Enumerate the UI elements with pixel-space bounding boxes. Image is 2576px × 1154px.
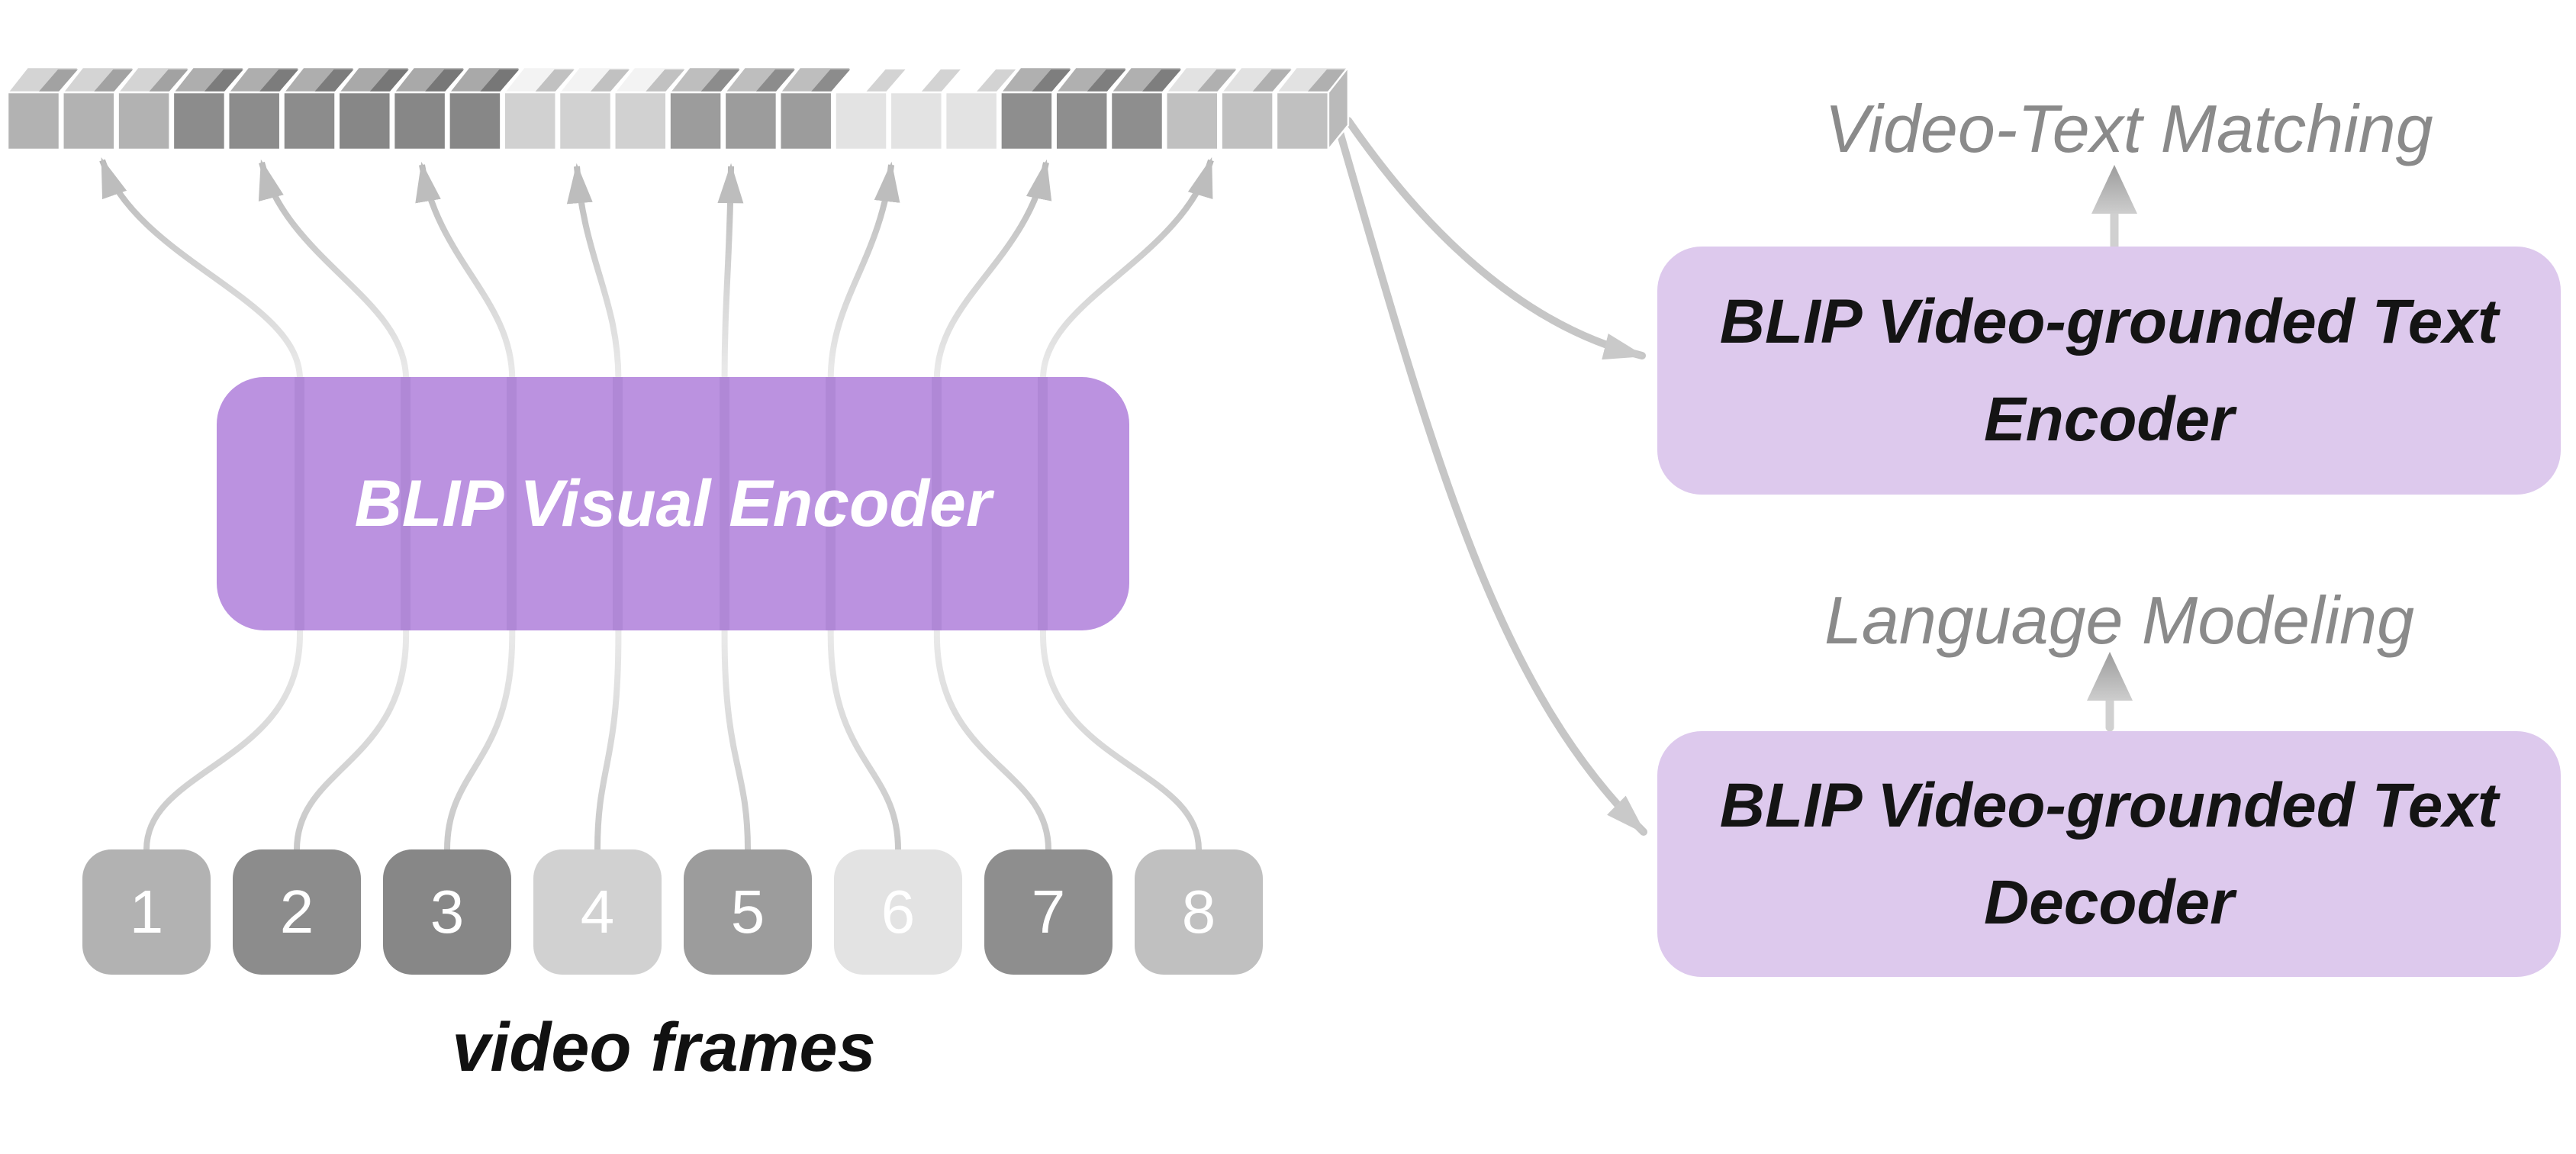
token-cube-frame8-1 (1164, 66, 1240, 151)
blip-visual-encoder-box: BLIP Visual Encoder (217, 377, 1129, 630)
video-frame-chip-8: 8 (1135, 849, 1263, 975)
frames-to-tokens-fan-arrows (99, 156, 1214, 850)
text-decoder-label-line2: Decoder (1983, 868, 2235, 937)
tokens-to-text-model-arrows (1334, 117, 1647, 836)
token-cube-frame2-3 (281, 66, 358, 151)
fan-arrow-8 (1039, 156, 1214, 850)
blip-video-grounded-text-encoder-box: BLIP Video-grounded Text Encoder (1657, 247, 2561, 495)
token-cube-frame6-2 (888, 66, 964, 151)
token-cube-frame7-3 (1109, 66, 1185, 151)
blip-video-grounded-text-decoder-box: BLIP Video-grounded Text Decoder (1657, 731, 2561, 977)
token-cube-frame3-2 (391, 66, 468, 151)
video-frame-chip-5: 5 (684, 849, 812, 975)
token-cube-frame4-2 (557, 66, 633, 151)
token-cube-frame2-2 (226, 66, 302, 151)
token-cube-frame8-3 (1274, 64, 1351, 153)
token-cube-frame5-2 (723, 66, 799, 151)
token-cube-frame7-2 (1054, 66, 1130, 151)
text-decoder-label-line1: BLIP Video-grounded Text (1719, 770, 2499, 840)
tokens-to-text-encoder-arrow (1344, 117, 1646, 360)
token-cube-frame4-1 (502, 66, 578, 151)
video-token-row (5, 64, 1351, 153)
token-cube-frame7-1 (998, 66, 1074, 151)
fan-arrow-6 (827, 161, 901, 850)
video-frame-chip-3: 3 (383, 849, 511, 975)
video-text-matching-label: Video-Text Matching (1824, 91, 2433, 166)
video-frame-chip-1: 1 (82, 849, 211, 975)
token-cube-frame1-2 (60, 66, 137, 151)
token-cube-frame4-3 (612, 66, 688, 151)
blip-visual-encoder-label: BLIP Visual Encoder (354, 466, 992, 540)
token-cube-frame1-3 (116, 66, 192, 151)
token-cube-frame8-2 (1219, 66, 1296, 151)
video-frame-chip-2: 2 (233, 849, 361, 975)
token-cube-frame6-1 (832, 66, 910, 151)
token-cube-frame6-3 (943, 66, 1019, 151)
token-cube-frame1-1 (5, 66, 82, 151)
token-cube-frame5-3 (778, 66, 854, 151)
token-cube-frame3-3 (446, 66, 523, 151)
text-encoder-label-line2: Encoder (1983, 384, 2235, 454)
fan-arrow-5 (717, 163, 751, 850)
video-frames-label: video frames (452, 1010, 876, 1086)
token-cube-frame2-1 (171, 66, 247, 151)
tokens-to-text-decoder-arrow (1334, 121, 1647, 836)
token-cube-frame5-1 (668, 66, 744, 151)
video-frame-chip-6: 6 (834, 849, 962, 975)
encoder-to-vtm-arrow (2091, 165, 2137, 253)
fan-arrow-7 (933, 159, 1052, 850)
fan-arrow-3 (415, 161, 516, 850)
video-frame-chip-4: 4 (533, 849, 662, 975)
token-cube-frame3-1 (336, 66, 413, 151)
text-encoder-label-line1: BLIP Video-grounded Text (1719, 287, 2499, 357)
video-frame-chip-7: 7 (984, 849, 1113, 975)
decoder-to-lm-arrow (2087, 652, 2133, 732)
language-modeling-label: Language Modeling (1824, 582, 2415, 658)
